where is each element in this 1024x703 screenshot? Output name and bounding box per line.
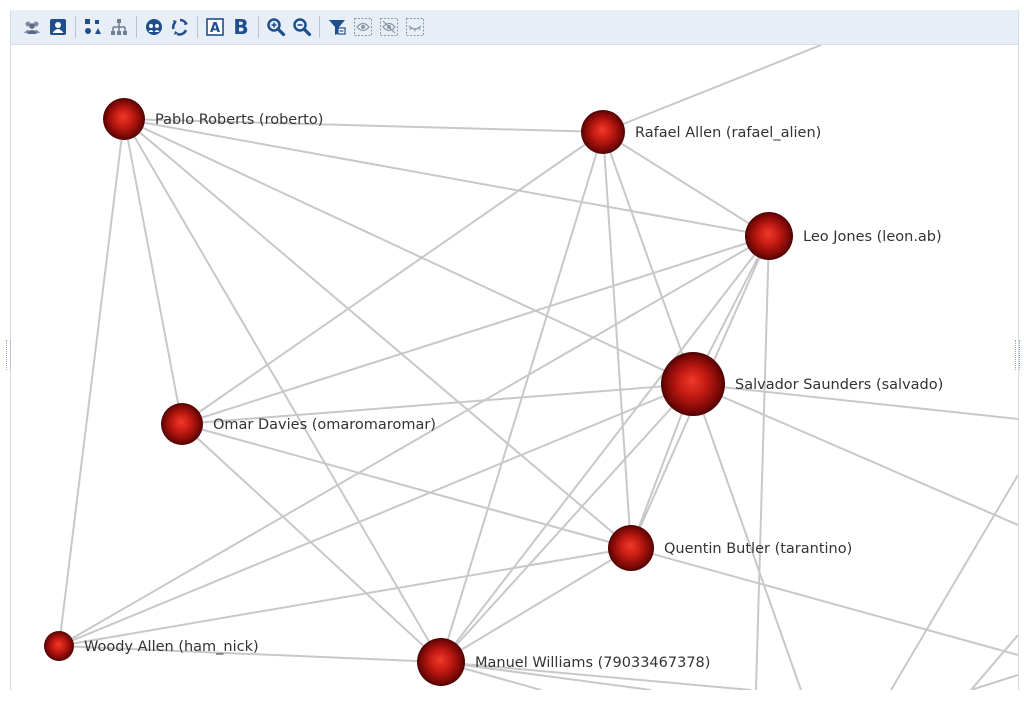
show-selection-button[interactable] [350, 14, 376, 40]
toolbar-separator [75, 16, 76, 38]
graph-node-pablo[interactable]: Pablo Roberts (roberto) [103, 98, 323, 140]
graph-edge [58, 645, 442, 663]
graph-node-quentin[interactable]: Quentin Butler (tarantino) [608, 525, 852, 571]
edge-layer [58, 45, 1018, 690]
node-circle[interactable] [745, 212, 793, 260]
graph-edge [58, 383, 694, 647]
node-circle[interactable] [661, 352, 725, 416]
graph-edge [602, 131, 770, 237]
graph-edge [123, 118, 183, 425]
graph-edge [440, 661, 752, 690]
graph-node-manuel[interactable]: Manuel Williams (79033467378) [417, 638, 710, 686]
node-layer: Pablo Roberts (roberto) Rafael Allen (raf… [44, 98, 943, 686]
graph-node-woody[interactable]: Woody Allen (ham_nick) [44, 631, 259, 661]
label-toggle-button[interactable]: A [202, 14, 228, 40]
cycle-icon [172, 18, 188, 36]
svg-text:A: A [210, 21, 220, 36]
filter-button[interactable] [324, 14, 350, 40]
id-card-icon [50, 19, 66, 35]
graph-edge [123, 118, 770, 237]
node-label[interactable]: Salvador Saunders (salvado) [735, 377, 943, 393]
hierarchy-layout-button[interactable] [106, 14, 132, 40]
graph-edge [602, 131, 694, 385]
node-label[interactable]: Manuel Williams (79033467378) [475, 655, 710, 671]
eye-selection-icon [354, 18, 372, 36]
node-label[interactable]: Pablo Roberts (roberto) [155, 112, 323, 128]
left-resize-handle[interactable] [6, 340, 11, 370]
hide-selection-button[interactable] [376, 14, 402, 40]
node-label[interactable]: Rafael Allen (rafael_alien) [635, 125, 821, 141]
graph-edge [123, 118, 632, 549]
bold-button[interactable]: B [228, 14, 254, 40]
graph-edge [58, 118, 125, 647]
graph-node-omar[interactable]: Omar Davies (omaromaromar) [161, 403, 436, 445]
community-button[interactable] [141, 14, 167, 40]
eye-dashed-icon [380, 18, 398, 36]
user-card-button[interactable] [45, 14, 71, 40]
toolbar-separator [258, 16, 259, 38]
graph-edge [970, 634, 1018, 690]
zoom-in-icon [267, 18, 286, 37]
node-circle[interactable] [608, 525, 654, 571]
hide-all-button[interactable] [402, 14, 428, 40]
node-label[interactable]: Omar Davies (omaromaromar) [213, 417, 436, 433]
zoom-out-button[interactable] [289, 14, 315, 40]
node-label[interactable]: Quentin Butler (tarantino) [664, 541, 852, 557]
graph-edge [181, 383, 694, 425]
node-circle[interactable] [581, 110, 625, 154]
filter-icon [329, 20, 346, 35]
node-label[interactable]: Woody Allen (ham_nick) [84, 639, 259, 655]
graph-edge [123, 118, 604, 133]
users-icon [24, 21, 40, 34]
graph-edge [440, 235, 770, 663]
graph-edge [181, 131, 604, 425]
graph-edge [692, 383, 1018, 420]
graph-edge [602, 45, 822, 133]
graph-edge [123, 118, 694, 385]
graph-edge [630, 547, 1018, 656]
graph-edge [692, 383, 1018, 526]
graph-edge [970, 674, 1018, 690]
graph-edge [440, 547, 632, 663]
graph-edge [602, 131, 632, 549]
cluster-layout-button[interactable] [80, 14, 106, 40]
toolbar-separator [319, 16, 320, 38]
eye-closed-icon [406, 18, 424, 36]
graph-canvas[interactable]: Pablo Roberts (roberto) Rafael Allen (raf… [11, 45, 1018, 690]
cluster-icon [85, 19, 101, 34]
right-resize-handle[interactable] [1015, 340, 1020, 370]
boxed-a-icon: A [206, 18, 224, 36]
circular-layout-button[interactable] [167, 14, 193, 40]
community-icon [146, 19, 162, 35]
graph-node-rafael[interactable]: Rafael Allen (rafael_alien) [581, 110, 821, 154]
graph-edge [890, 474, 1018, 690]
hierarchy-icon [111, 19, 127, 35]
bold-icon: B [233, 15, 249, 39]
toolbar: A B [11, 10, 1018, 45]
graph-edge [440, 661, 652, 690]
node-circle[interactable] [44, 631, 74, 661]
graph-edge [123, 118, 442, 663]
graph-panel: A B [10, 10, 1019, 690]
graph-edge [181, 423, 442, 663]
graph-edge [58, 235, 770, 647]
graph-edge [181, 423, 632, 549]
node-label[interactable]: Leo Jones (leon.ab) [803, 229, 942, 245]
graph-edge [692, 383, 802, 690]
graph-edge [58, 547, 632, 647]
node-circle[interactable] [103, 98, 145, 140]
zoom-in-button[interactable] [263, 14, 289, 40]
toolbar-separator [136, 16, 137, 38]
node-circle[interactable] [161, 403, 203, 445]
network-graph[interactable]: Pablo Roberts (roberto) Rafael Allen (raf… [11, 45, 1018, 690]
group-users-button[interactable] [19, 14, 45, 40]
graph-edge [181, 235, 770, 425]
node-circle[interactable] [417, 638, 465, 686]
graph-edge [440, 383, 694, 663]
graph-node-salvador[interactable]: Salvador Saunders (salvado) [661, 352, 943, 416]
graph-node-leo[interactable]: Leo Jones (leon.ab) [745, 212, 942, 260]
graph-edge [755, 235, 770, 690]
zoom-out-icon [293, 18, 312, 37]
toolbar-separator [197, 16, 198, 38]
